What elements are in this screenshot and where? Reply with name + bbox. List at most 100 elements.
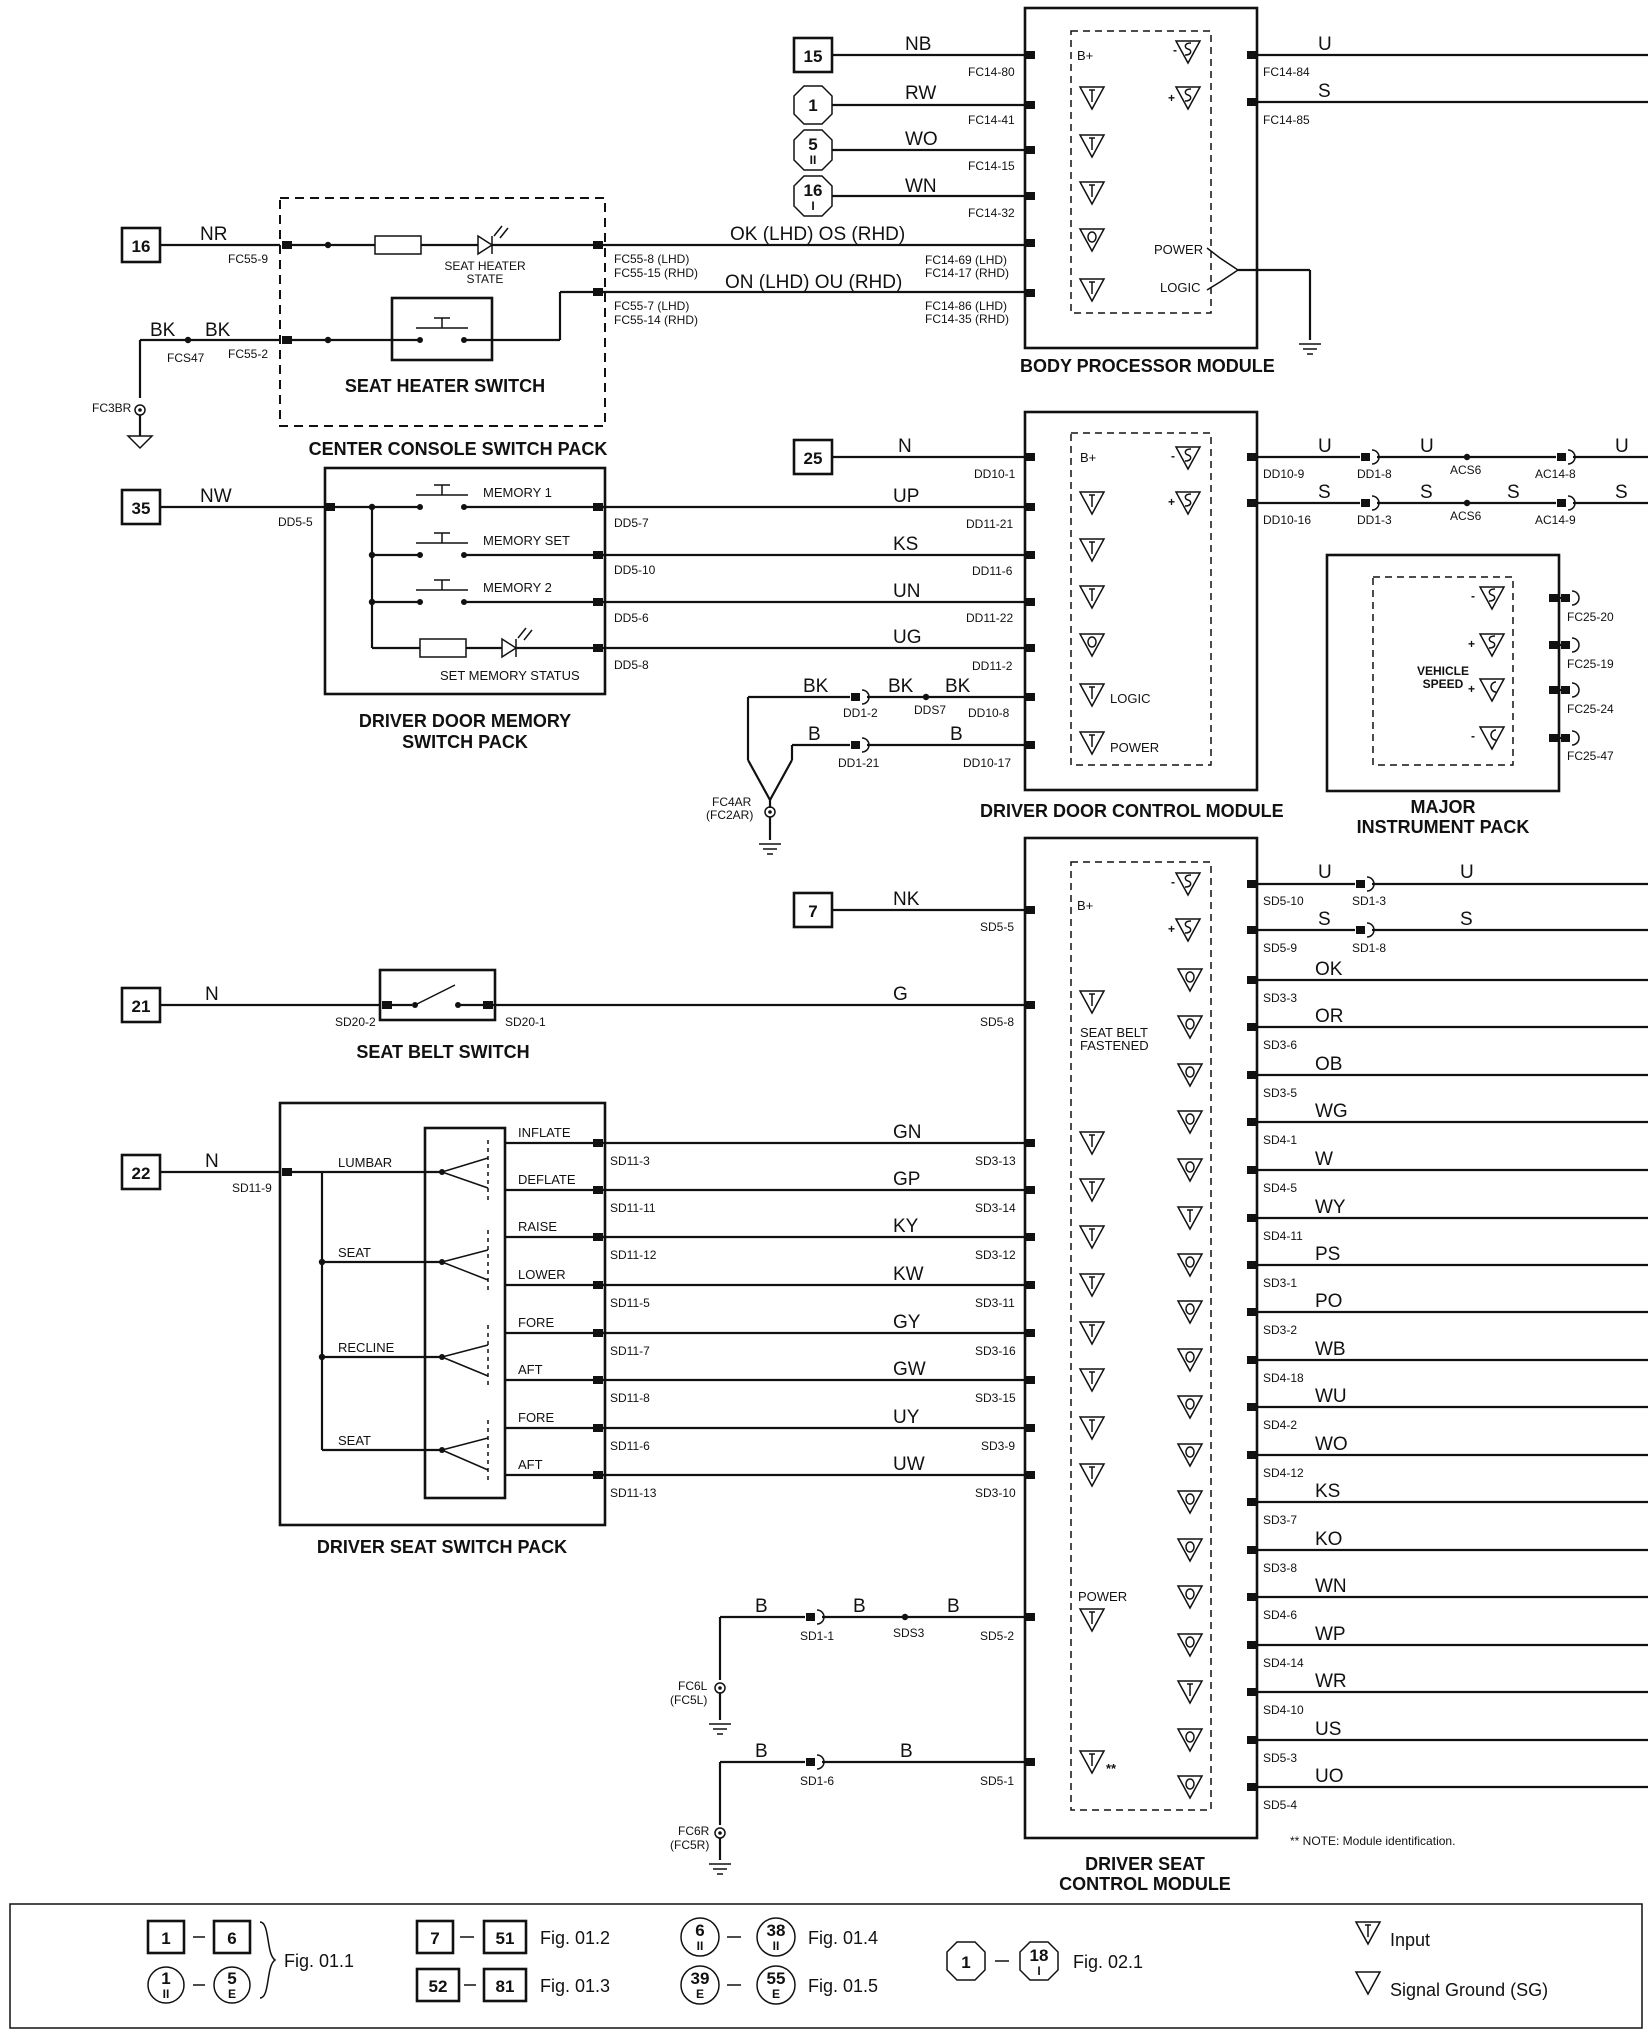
svg-text:E: E xyxy=(228,1987,236,2001)
wire-ON-OU: ON (LHD) OU (RHD) xyxy=(725,272,902,293)
svg-text:(FC2AR): (FC2AR) xyxy=(706,808,753,822)
svg-text:7: 7 xyxy=(808,902,817,921)
svg-text:SD5-4: SD5-4 xyxy=(1263,1798,1297,1812)
svg-text:SD5-10: SD5-10 xyxy=(1263,894,1304,908)
svg-text:BK: BK xyxy=(945,676,971,697)
svg-text:B+: B+ xyxy=(1077,898,1093,913)
svg-text:BK: BK xyxy=(888,676,914,697)
svg-text:SD3-1: SD3-1 xyxy=(1263,1276,1297,1290)
svg-text:FC55-15 (RHD): FC55-15 (RHD) xyxy=(614,266,698,280)
svg-text:DEFLATE: DEFLATE xyxy=(518,1172,576,1187)
svg-text:35: 35 xyxy=(132,499,151,518)
svg-text:FASTENED: FASTENED xyxy=(1080,1038,1149,1053)
driver-seat-switch-pack: 22 N SD11-9 LUMBAR SEAT RECLINE SEAT INF… xyxy=(120,1101,1035,1557)
svg-text:SEAT HEATER: SEAT HEATER xyxy=(444,259,526,273)
svg-text:FC14-32: FC14-32 xyxy=(968,206,1015,220)
svg-text:DD10-16: DD10-16 xyxy=(1263,513,1311,527)
svg-text:FC6R: FC6R xyxy=(678,1824,710,1838)
svg-text:FC14-35 (RHD): FC14-35 (RHD) xyxy=(925,312,1009,326)
svg-text:INFLATE: INFLATE xyxy=(518,1125,571,1140)
bpm-title: BODY PROCESSOR MODULE xyxy=(1020,356,1275,376)
svg-text:DD5-10: DD5-10 xyxy=(614,563,656,577)
svg-text:16: 16 xyxy=(804,181,823,200)
svg-text:+: + xyxy=(1468,637,1475,651)
svg-text:KS: KS xyxy=(1315,1481,1340,1502)
svg-text:WU: WU xyxy=(1315,1386,1347,1407)
svg-text:UW: UW xyxy=(893,1454,925,1475)
svg-text:DD5-8: DD5-8 xyxy=(614,658,649,672)
svg-text:S: S xyxy=(1507,482,1520,503)
svg-text:SD11-3: SD11-3 xyxy=(610,1154,650,1168)
wire-BK1: BK xyxy=(150,320,176,341)
svg-text:PS: PS xyxy=(1315,1244,1340,1265)
svg-text:(FC5L): (FC5L) xyxy=(670,1693,707,1707)
svg-text:DD5-5: DD5-5 xyxy=(278,515,313,529)
svg-text:FC55-7 (LHD): FC55-7 (LHD) xyxy=(614,299,689,313)
svg-text:16: 16 xyxy=(132,237,151,256)
svg-text:S: S xyxy=(1615,482,1628,503)
svg-text:SD3-9: SD3-9 xyxy=(981,1439,1015,1453)
svg-text:FORE: FORE xyxy=(518,1315,554,1330)
svg-text:KY: KY xyxy=(893,1216,919,1237)
svg-text:SD3-14: SD3-14 xyxy=(975,1201,1016,1215)
svg-text:FC6L: FC6L xyxy=(678,1679,708,1693)
svg-text:SD3-15: SD3-15 xyxy=(975,1391,1016,1405)
svg-text:SD5-5: SD5-5 xyxy=(980,920,1014,934)
svg-text:UG: UG xyxy=(893,627,922,648)
bpm-logic-label: LOGIC xyxy=(1160,280,1200,295)
svg-text:FCS47: FCS47 xyxy=(167,351,205,365)
svg-text:FC55-8 (LHD): FC55-8 (LHD) xyxy=(614,252,689,266)
svg-text:RAISE: RAISE xyxy=(518,1219,557,1234)
svg-text:SD4-18: SD4-18 xyxy=(1263,1371,1304,1385)
svg-text:B: B xyxy=(755,1741,768,1762)
legend: 1 6 1 II 5 E Fig. 01.1 7 51 Fig. 01.2 52… xyxy=(9,1903,1643,2029)
svg-text:AFT: AFT xyxy=(518,1362,543,1377)
svg-text:AC14-9: AC14-9 xyxy=(1535,513,1576,527)
svg-text:DD1-3: DD1-3 xyxy=(1357,513,1392,527)
svg-text:1: 1 xyxy=(961,1953,970,1972)
wire-OK-OS: OK (LHD) OS (RHD) xyxy=(730,224,905,245)
wire-WO: WO xyxy=(905,129,938,150)
svg-text:38: 38 xyxy=(767,1921,786,1940)
svg-text:B: B xyxy=(900,1741,913,1762)
svg-text:II: II xyxy=(810,153,817,167)
svg-text:SD4-1: SD4-1 xyxy=(1263,1133,1297,1147)
svg-text:DD5-7: DD5-7 xyxy=(614,516,649,530)
body-processor-module: B+ - + POWER LOGIC BODY PROCESSOR MODULE xyxy=(1020,6,1322,376)
svg-text:S: S xyxy=(1318,482,1331,503)
svg-text:**: ** xyxy=(1106,1761,1117,1776)
svg-text:15: 15 xyxy=(804,47,823,66)
svg-text:52: 52 xyxy=(429,1977,448,1996)
svg-text:UN: UN xyxy=(893,581,920,602)
svg-text:AC14-8: AC14-8 xyxy=(1535,467,1576,481)
svg-text:6: 6 xyxy=(695,1921,704,1940)
svg-text:B: B xyxy=(947,1596,960,1617)
svg-text:SD11-8: SD11-8 xyxy=(610,1391,650,1405)
svg-text:B: B xyxy=(808,724,821,745)
ref-5-oct xyxy=(793,129,833,171)
svg-text:SD3-2: SD3-2 xyxy=(1263,1323,1297,1337)
svg-text:DD1-2: DD1-2 xyxy=(843,706,878,720)
svg-text:SD1-1: SD1-1 xyxy=(800,1629,834,1643)
svg-text:SD3-10: SD3-10 xyxy=(975,1486,1016,1500)
svg-text:FC14-86 (LHD): FC14-86 (LHD) xyxy=(925,299,1007,313)
svg-text:AFT: AFT xyxy=(518,1457,543,1472)
svg-text:SD3-16: SD3-16 xyxy=(975,1344,1016,1358)
svg-text:FC14-41: FC14-41 xyxy=(968,113,1015,127)
wire-U: U xyxy=(1318,34,1332,55)
svg-text:LUMBAR: LUMBAR xyxy=(338,1155,392,1170)
svg-text:SD4-11: SD4-11 xyxy=(1263,1229,1303,1243)
seat-heater-switch-title: SEAT HEATER SWITCH xyxy=(345,376,545,396)
svg-text:WY: WY xyxy=(1315,1197,1346,1218)
dscm-inputs: 7 NK SD5-5 21 N G SD20-2 SD20-1 SD5-8 SE… xyxy=(120,889,1035,1062)
svg-text:VEHICLE: VEHICLE xyxy=(1417,664,1469,678)
svg-text:SD11-7: SD11-7 xyxy=(610,1344,650,1358)
svg-text:N: N xyxy=(898,436,912,457)
wire-NR: NR xyxy=(200,224,227,245)
svg-text:SD3-12: SD3-12 xyxy=(975,1248,1016,1262)
svg-text:Fig. 01.4: Fig. 01.4 xyxy=(808,1928,878,1948)
svg-text:SD4-12: SD4-12 xyxy=(1263,1466,1304,1480)
svg-text:6: 6 xyxy=(227,1929,236,1948)
svg-text:-: - xyxy=(1171,449,1175,463)
svg-text:WB: WB xyxy=(1315,1339,1346,1360)
